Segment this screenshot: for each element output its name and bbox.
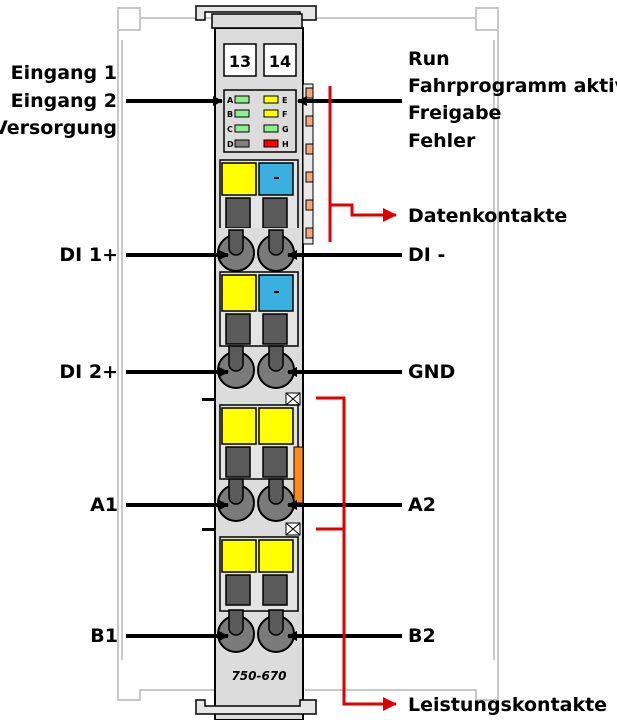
led-c (234, 124, 250, 133)
led-f (263, 109, 279, 118)
led-letter-d: D (227, 140, 234, 149)
label-versorgung: Versorgung (0, 117, 117, 139)
clamp-row-1 (216, 228, 302, 272)
led-d (234, 139, 250, 148)
led-g (263, 124, 279, 133)
label-freigabe: Freigabe (408, 102, 501, 124)
label-b1: B1 (90, 625, 118, 647)
label-b2: B2 (408, 625, 436, 647)
terminal-number-labels: 13 14 (223, 43, 297, 77)
led-b (234, 109, 250, 118)
led-letter-h: H (282, 140, 289, 149)
label-eingang-2: Eingang 2 (11, 90, 117, 112)
label-di2-plus: DI 2+ (59, 361, 118, 383)
led-panel: A B C D E F G H (223, 89, 297, 153)
led-a (234, 95, 250, 104)
label-a1: A1 (90, 494, 118, 516)
label-a2: A2 (408, 494, 436, 516)
clamp-row-2 (217, 345, 295, 389)
label-eingang-1: Eingang 1 (11, 62, 117, 84)
led-e (263, 95, 279, 104)
led-letter-b: B (227, 110, 233, 119)
data-contact-pins (305, 87, 314, 239)
model-number: 750-670 (231, 669, 286, 683)
label-gnd: GND (408, 361, 455, 383)
terminal-number-13: 13 (229, 52, 251, 71)
label-fehler: Fehler (408, 130, 476, 152)
label-di-minus: DI - (408, 244, 445, 266)
terminal-block-3 (219, 404, 304, 504)
led-h (263, 139, 279, 148)
terminal-block-4 (219, 536, 299, 612)
black-arrows (126, 96, 402, 641)
ghost-outline (117, 7, 499, 701)
leistungskontakte-bracket (316, 396, 397, 711)
left-labels: Eingang 1 Eingang 2 Versorgung DI 1+ DI … (0, 62, 118, 647)
label-di1-plus: DI 1+ (59, 244, 118, 266)
led-letter-e: E (282, 96, 287, 105)
terminal-number-14: 14 (269, 52, 291, 71)
right-labels: Run Fahrprogramm aktiv Freigabe Fehler D… (408, 48, 617, 716)
led-letter-f: F (282, 110, 287, 119)
terminal-block-2 (219, 271, 299, 347)
datenkontakte-arrow (330, 203, 397, 222)
label-leistungskontakte: Leistungskontakte (408, 694, 607, 716)
label-run: Run (408, 48, 450, 70)
red-arrows (316, 86, 397, 711)
led-letter-g: G (282, 125, 289, 134)
release-button-yellow (221, 162, 257, 196)
power-contact-orange (293, 446, 304, 504)
label-fahrprogramm-aktiv: Fahrprogramm aktiv (408, 75, 617, 97)
led-letter-c: C (227, 125, 233, 134)
led-letter-a: A (227, 96, 234, 105)
terminal-block-1 (219, 159, 299, 235)
label-datenkontakte: Datenkontakte (408, 205, 567, 227)
clamp-row-4 (217, 609, 295, 653)
